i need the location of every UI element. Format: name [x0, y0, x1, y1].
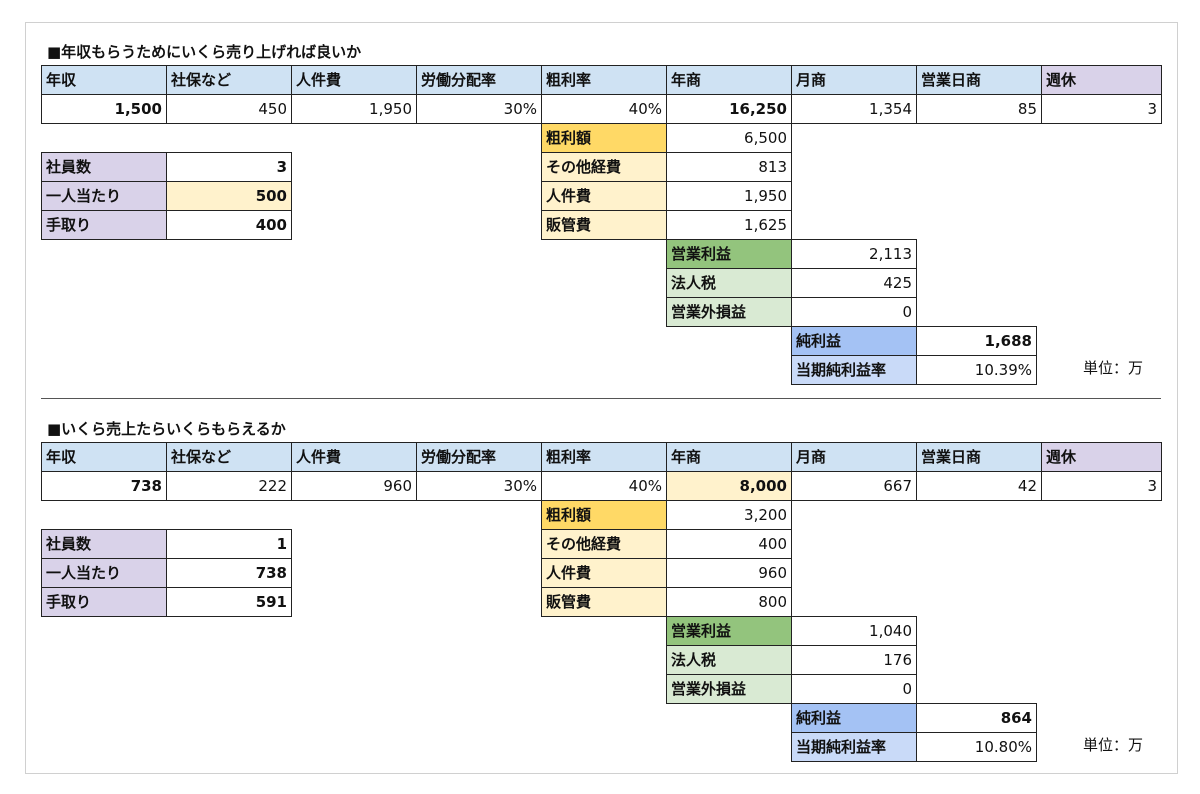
header-label-labor-share[interactable]: 労働分配率 [416, 442, 542, 472]
header-label-daily-sales[interactable]: 営業日商 [916, 442, 1042, 472]
header-label-annual-income[interactable]: 年収 [41, 65, 167, 95]
net-margin-label[interactable]: 当期純利益率 [791, 355, 917, 385]
header-label-personnel-cost[interactable]: 人件費 [291, 442, 417, 472]
weekly-holidays-value[interactable]: 3 [1041, 471, 1162, 501]
sga-label[interactable]: 販管費 [541, 210, 667, 240]
personnel-expense-value[interactable]: 1,950 [666, 181, 792, 211]
take-home-value[interactable]: 591 [166, 587, 292, 617]
header-label-annual-income[interactable]: 年収 [41, 442, 167, 472]
per-person-value[interactable]: 500 [166, 181, 292, 211]
social-insurance-value[interactable]: 450 [166, 94, 292, 124]
operating-profit-label[interactable]: 営業利益 [666, 616, 792, 646]
gross-profit-label[interactable]: 粗利額 [541, 123, 667, 153]
net-profit-value[interactable]: 1,688 [916, 326, 1037, 356]
labor-share-value[interactable]: 30% [416, 94, 542, 124]
header-label-daily-sales[interactable]: 営業日商 [916, 65, 1042, 95]
monthly-sales-value[interactable]: 1,354 [791, 94, 917, 124]
annual-sales-value[interactable]: 8,000 [666, 471, 792, 501]
operating-profit-label[interactable]: 営業利益 [666, 239, 792, 269]
other-expenses-value[interactable]: 813 [666, 152, 792, 182]
per-person-label[interactable]: 一人当たり [41, 558, 167, 588]
annual-income-value[interactable]: 738 [41, 471, 167, 501]
per-person-label[interactable]: 一人当たり [41, 181, 167, 211]
header-label-personnel-cost[interactable]: 人件費 [291, 65, 417, 95]
header-label-monthly-sales[interactable]: 月商 [791, 65, 917, 95]
gross-margin-value[interactable]: 40% [541, 94, 667, 124]
non-operating-value[interactable]: 0 [791, 674, 917, 704]
take-home-label[interactable]: 手取り [41, 587, 167, 617]
non-operating-label[interactable]: 営業外損益 [666, 674, 792, 704]
labor-share-value[interactable]: 30% [416, 471, 542, 501]
staff-count-label[interactable]: 社員数 [41, 529, 167, 559]
corporate-tax-label[interactable]: 法人税 [666, 645, 792, 675]
section-title: ■年収もらうためにいくら売り上げれば良いか [47, 43, 362, 61]
staff-count-value[interactable]: 1 [166, 529, 292, 559]
net-profit-label[interactable]: 純利益 [791, 703, 917, 733]
gross-profit-label[interactable]: 粗利額 [541, 500, 667, 530]
net-margin-value[interactable]: 10.80% [916, 732, 1037, 762]
unit-label: 単位：万 [1083, 736, 1144, 754]
other-expenses-label[interactable]: その他経費 [541, 529, 667, 559]
net-profit-label[interactable]: 純利益 [791, 326, 917, 356]
non-operating-value[interactable]: 0 [791, 297, 917, 327]
section-title: ■いくら売上たらいくらもらえるか [47, 420, 286, 438]
header-label-labor-share[interactable]: 労働分配率 [416, 65, 542, 95]
header-label-monthly-sales[interactable]: 月商 [791, 442, 917, 472]
corporate-tax-label[interactable]: 法人税 [666, 268, 792, 298]
header-label-social-insurance[interactable]: 社保など [166, 65, 292, 95]
net-margin-value[interactable]: 10.39% [916, 355, 1037, 385]
weekly-holidays-value[interactable]: 3 [1041, 94, 1162, 124]
annual-income-value[interactable]: 1,500 [41, 94, 167, 124]
header-label-social-insurance[interactable]: 社保など [166, 442, 292, 472]
social-insurance-value[interactable]: 222 [166, 471, 292, 501]
net-profit-value[interactable]: 864 [916, 703, 1037, 733]
other-expenses-label[interactable]: その他経費 [541, 152, 667, 182]
personnel-cost-value[interactable]: 1,950 [291, 94, 417, 124]
header-label-gross-margin[interactable]: 粗利率 [541, 442, 667, 472]
personnel-expense-label[interactable]: 人件費 [541, 181, 667, 211]
staff-count-label[interactable]: 社員数 [41, 152, 167, 182]
operating-profit-value[interactable]: 2,113 [791, 239, 917, 269]
corporate-tax-value[interactable]: 176 [791, 645, 917, 675]
other-expenses-value[interactable]: 400 [666, 529, 792, 559]
personnel-cost-value[interactable]: 960 [291, 471, 417, 501]
section-divider [41, 398, 1161, 399]
take-home-value[interactable]: 400 [166, 210, 292, 240]
monthly-sales-value[interactable]: 667 [791, 471, 917, 501]
non-operating-label[interactable]: 営業外損益 [666, 297, 792, 327]
personnel-expense-value[interactable]: 960 [666, 558, 792, 588]
header-label-weekly-holidays[interactable]: 週休 [1041, 65, 1162, 95]
header-label-annual-sales[interactable]: 年商 [666, 442, 792, 472]
net-margin-label[interactable]: 当期純利益率 [791, 732, 917, 762]
annual-sales-value[interactable]: 16,250 [666, 94, 792, 124]
header-label-annual-sales[interactable]: 年商 [666, 65, 792, 95]
sga-label[interactable]: 販管費 [541, 587, 667, 617]
take-home-label[interactable]: 手取り [41, 210, 167, 240]
operating-profit-value[interactable]: 1,040 [791, 616, 917, 646]
personnel-expense-label[interactable]: 人件費 [541, 558, 667, 588]
gross-margin-value[interactable]: 40% [541, 471, 667, 501]
staff-count-value[interactable]: 3 [166, 152, 292, 182]
header-label-weekly-holidays[interactable]: 週休 [1041, 442, 1162, 472]
per-person-value[interactable]: 738 [166, 558, 292, 588]
gross-profit-value[interactable]: 3,200 [666, 500, 792, 530]
sga-value[interactable]: 800 [666, 587, 792, 617]
gross-profit-value[interactable]: 6,500 [666, 123, 792, 153]
header-label-gross-margin[interactable]: 粗利率 [541, 65, 667, 95]
sga-value[interactable]: 1,625 [666, 210, 792, 240]
daily-sales-value[interactable]: 42 [916, 471, 1042, 501]
unit-label: 単位：万 [1083, 359, 1144, 377]
daily-sales-value[interactable]: 85 [916, 94, 1042, 124]
corporate-tax-value[interactable]: 425 [791, 268, 917, 298]
